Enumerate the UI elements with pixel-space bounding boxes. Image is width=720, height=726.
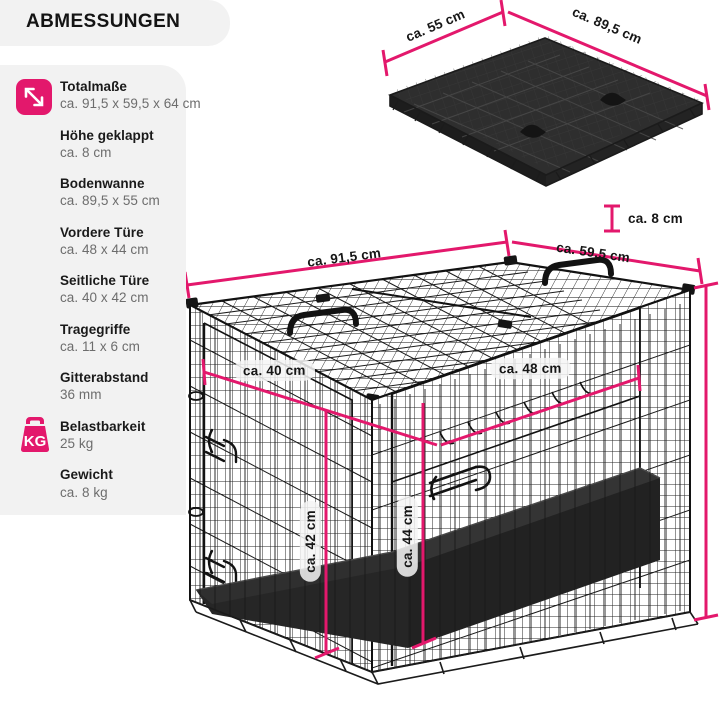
spec-value: ca. 8 kg <box>60 484 108 500</box>
spec-item-totalmasse: Totalmaße ca. 91,5 x 59,5 x 64 cm <box>16 78 220 115</box>
spec-label: Seitliche Türe <box>60 273 150 289</box>
dimlabel-folded-height: ca. 8 cm <box>628 211 683 226</box>
spec-item-gitterabstand: Gitterabstand 36 mm <box>60 369 220 404</box>
spec-label: Gitterabstand <box>60 370 149 386</box>
spec-item-belastbarkeit: KG Belastbarkeit 25 kg <box>20 416 220 453</box>
spec-value: 25 kg <box>60 435 94 451</box>
spec-value: 36 mm <box>60 387 102 403</box>
spec-value: ca. 48 x 44 cm <box>60 241 149 257</box>
dimension-lines <box>183 0 719 660</box>
spec-item-bodenwanne: Bodenwanne ca. 89,5 x 55 cm <box>60 175 220 210</box>
page-title: ABMESSUNGEN <box>26 11 181 32</box>
carry-handle-right <box>542 256 614 286</box>
carry-handle-left <box>287 306 359 336</box>
front-door-latch <box>428 465 492 501</box>
spec-item-gewicht: Gewicht ca. 8 kg <box>60 466 220 501</box>
kg-icon-text: KG <box>24 433 47 450</box>
spec-label: Höhe geklappt <box>60 127 154 143</box>
dimline-front-door-width <box>440 376 640 447</box>
spec-label: Belastbarkeit <box>60 418 146 434</box>
assembled-crate-drawing <box>185 255 699 685</box>
spec-value: ca. 40 x 42 cm <box>60 290 149 306</box>
dimlabel-front-door-width: ca. 48 cm <box>489 357 571 380</box>
spec-item-tragegriffe: Tragegriffe ca. 11 x 6 cm <box>60 321 220 356</box>
spec-label: Totalmaße <box>60 79 127 94</box>
folded-crate-drawing <box>388 35 704 187</box>
dimlabel-front-door-height: ca. 44 cm <box>396 496 418 577</box>
specifications-list: Totalmaße ca. 91,5 x 59,5 x 64 cm Höhe g… <box>16 78 220 515</box>
spec-value: ca. 91,5 x 59,5 x 64 cm <box>60 96 201 112</box>
dimlabel-side-door-width: ca. 40 cm <box>233 359 315 382</box>
spec-value: ca. 89,5 x 55 cm <box>60 193 160 209</box>
spec-value: ca. 8 cm <box>60 144 112 160</box>
spec-label: Tragegriffe <box>60 321 131 337</box>
spec-item-hoehe-geklappt: Höhe geklappt ca. 8 cm <box>60 127 220 162</box>
dimline-side-door-width <box>203 370 438 447</box>
resize-arrow-icon <box>16 79 52 115</box>
dimline-length <box>186 240 508 287</box>
dimline-folded-length <box>507 10 708 98</box>
dimline-folded-width <box>384 10 504 64</box>
spec-item-vordere-tuere: Vordere Türe ca. 48 x 44 cm <box>60 224 220 259</box>
spec-item-seitliche-tuere: Seitliche Türe ca. 40 x 42 cm <box>60 272 220 307</box>
dimlabel-side-door-height: ca. 42 cm <box>299 501 321 582</box>
dimline-depth <box>511 240 701 273</box>
spec-value: ca. 11 x 6 cm <box>60 338 140 354</box>
spec-label: Bodenwanne <box>60 176 145 192</box>
spec-label: Gewicht <box>60 467 113 483</box>
dimline-folded-height <box>604 204 620 233</box>
weight-kg-icon: KG <box>16 414 54 454</box>
spec-label: Vordere Türe <box>60 224 144 240</box>
header-panel <box>0 0 230 46</box>
